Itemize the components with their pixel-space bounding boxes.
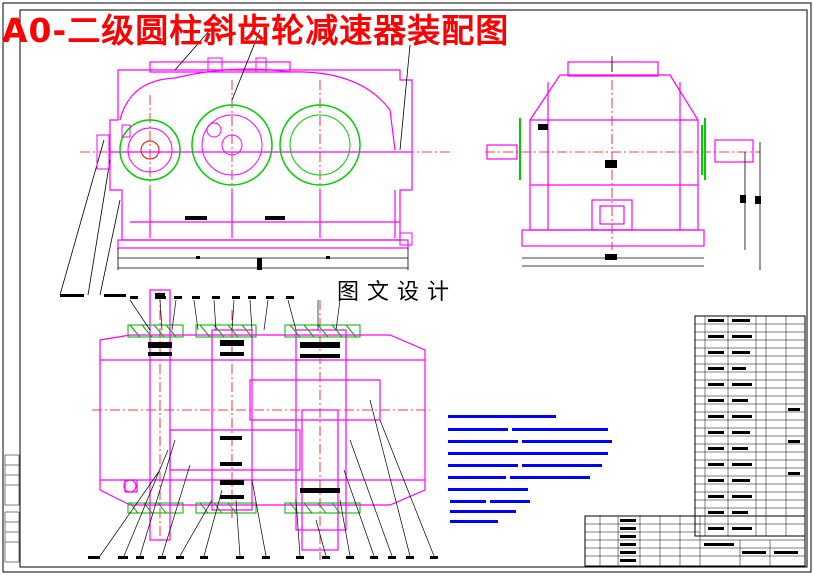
revision-strip bbox=[4, 454, 20, 563]
drawing-title: A0-二级圆柱斜齿轮减速器装配图 bbox=[2, 11, 510, 50]
title-block bbox=[584, 515, 806, 567]
technical-notes bbox=[448, 415, 612, 523]
plan-section-view bbox=[88, 289, 438, 560]
front-view bbox=[59, 29, 450, 297]
side-view bbox=[485, 56, 761, 270]
drawing-caption: 图文设计 bbox=[337, 280, 458, 305]
parts-list bbox=[694, 315, 806, 537]
